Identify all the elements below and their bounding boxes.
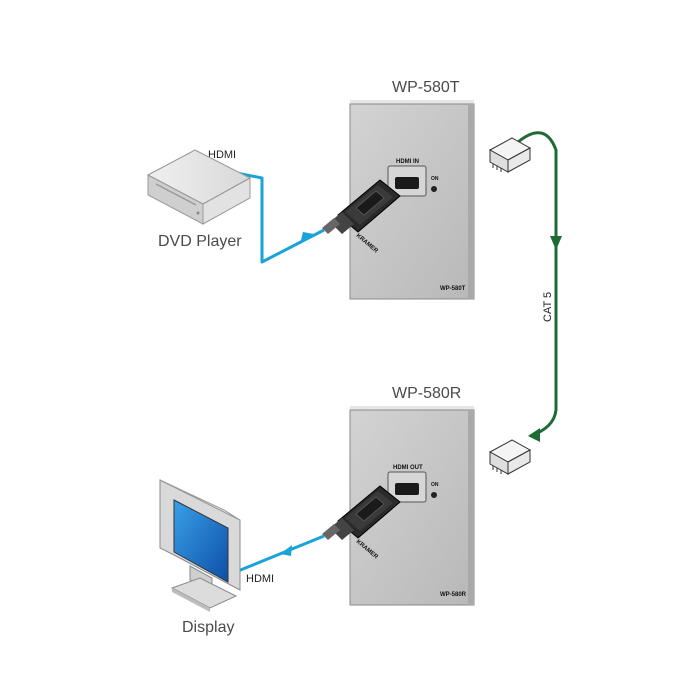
hdmi-label-bottom: HDMI — [246, 573, 274, 585]
display-monitor-icon — [159, 479, 241, 612]
transmitter-port-label: HDMI IN — [396, 159, 419, 165]
receiver-label: WP-580R — [392, 385, 461, 402]
hdmi-cable-top — [231, 170, 325, 264]
arrow-right-icon — [300, 232, 314, 244]
receiver-led-label: ON — [431, 482, 439, 488]
transmitter-led-icon — [431, 186, 437, 192]
receiver-hdmi-plug-icon — [322, 485, 401, 540]
transmitter-label: WP-580T — [392, 79, 460, 96]
transmitter-group: WP-580T HDMI IN ON KRAMER WP-580T — [322, 79, 475, 300]
cat5-cable — [517, 131, 562, 442]
arrow-left-icon — [528, 428, 540, 442]
receiver-port-label: HDMI OUT — [393, 465, 423, 471]
dvd-player-icon — [146, 149, 252, 225]
transmitter-hdmi-plug-icon — [322, 179, 401, 234]
receiver-hdmi-port — [387, 471, 427, 503]
hdmi-label-top: HDMI — [208, 149, 236, 161]
dvd-player-label: DVD Player — [158, 233, 242, 250]
rj45-connector-top-icon — [488, 137, 532, 173]
hdmi-cable-bottom — [237, 534, 325, 573]
transmitter-led-label: ON — [431, 176, 439, 182]
receiver-group: WP-580R HDMI OUT ON KRAMER WP-580R — [322, 385, 475, 606]
receiver-led-icon — [431, 492, 437, 498]
rj45-connector-bottom-icon — [488, 439, 532, 475]
cat5-label: CAT 5 — [542, 292, 554, 322]
arrow-left-icon — [280, 545, 292, 556]
arrow-down-icon — [550, 236, 562, 250]
receiver-model-text: WP-580R — [440, 592, 467, 598]
display-label: Display — [182, 619, 234, 636]
transmitter-model-text: WP-580T — [440, 286, 466, 292]
transmitter-hdmi-port — [387, 165, 427, 197]
